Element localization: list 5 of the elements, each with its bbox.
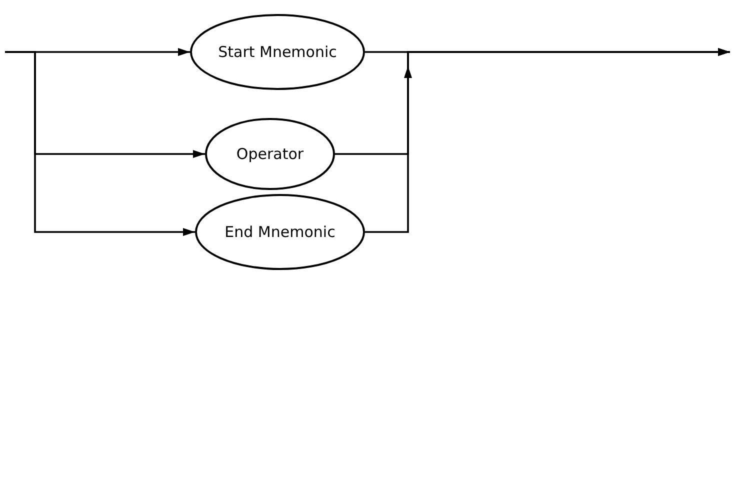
node-label: End Mnemonic	[224, 223, 336, 241]
node-label: Operator	[236, 145, 304, 163]
arrow	[365, 48, 730, 233]
node-label: Start Mnemonic	[218, 43, 337, 61]
arrow	[5, 51, 195, 236]
